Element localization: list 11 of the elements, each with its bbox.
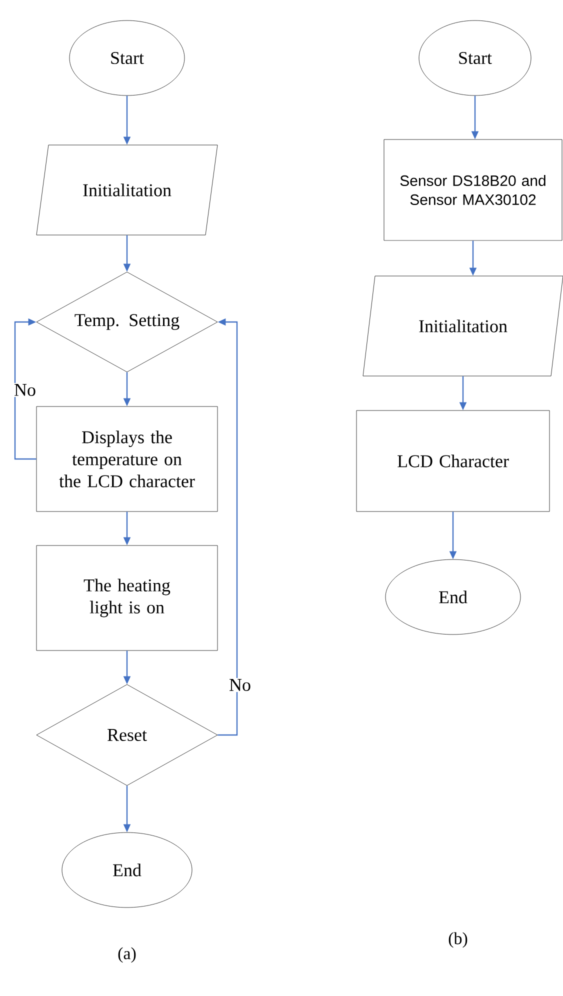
- panel-label: (a): [118, 947, 136, 963]
- input-parallelogram: Initialitation: [36, 144, 218, 236]
- input-parallelogram: Initialitation: [362, 276, 563, 376]
- process-box: The heating light is on: [36, 545, 218, 651]
- process-box: LCD Character: [356, 410, 550, 512]
- arrow: [14, 318, 36, 460]
- panel-label: (b): [448, 932, 468, 948]
- process-box: Displays the temperature on the LCD character: [36, 406, 218, 512]
- process-box: Sensor DS18B20 and Sensor MAX30102: [384, 139, 562, 241]
- edge-label: No: [13, 383, 37, 397]
- edge-label: No: [228, 678, 252, 692]
